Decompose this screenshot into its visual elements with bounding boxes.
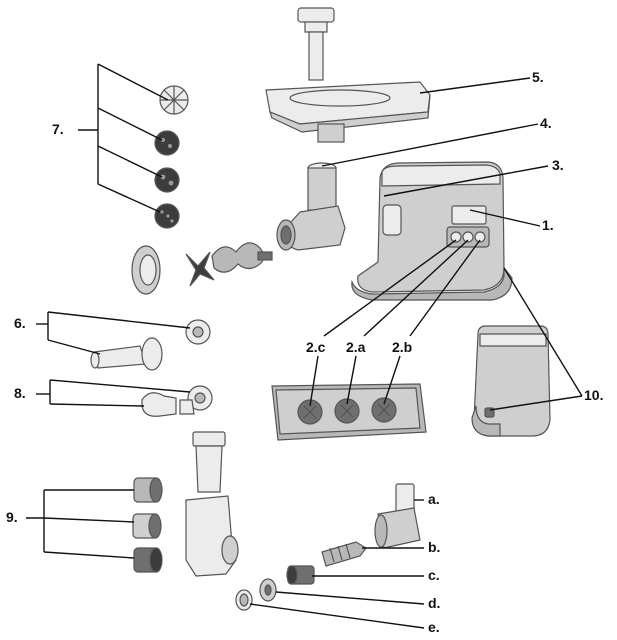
kebbe-attachment — [141, 385, 213, 417]
label-7: 7. — [52, 121, 64, 137]
label-5: 5. — [532, 69, 544, 85]
label-2a: 2.a — [346, 339, 366, 355]
food-pusher — [297, 7, 335, 81]
juicer-ring-e — [235, 589, 253, 611]
juicer-cap-d — [259, 578, 277, 602]
label-10: 10. — [584, 387, 603, 403]
storage-box — [471, 325, 551, 437]
label-8: 8. — [14, 385, 26, 401]
control-panel-detail — [271, 383, 427, 441]
label-b: b. — [428, 539, 440, 555]
motor-base-unit — [351, 161, 513, 301]
grinder-head — [276, 162, 346, 251]
leader-lines — [26, 63, 583, 629]
label-4: 4. — [540, 115, 552, 131]
label-3: 3. — [552, 157, 564, 173]
label-1: 1. — [542, 217, 554, 233]
label-a: a. — [428, 491, 440, 507]
auger-screw — [211, 242, 273, 273]
food-tray — [265, 81, 431, 143]
juicer-screw-b — [321, 541, 367, 567]
label-9: 9. — [6, 509, 18, 525]
juicer-housing-a — [374, 483, 421, 549]
callout-labels: 5. 4. 3. 1. 7. 2.c 2.a 2.b 10. 6. 8. 9. … — [6, 69, 603, 635]
label-2b: 2.b — [392, 339, 412, 355]
shredder-drums — [132, 477, 163, 573]
label-c: c. — [428, 567, 440, 583]
label-e: e. — [428, 619, 440, 635]
label-2c: 2.c — [306, 339, 326, 355]
label-d: d. — [428, 595, 440, 611]
juicer-housing — [185, 431, 239, 577]
ring-nut — [131, 245, 161, 295]
cutting-blade — [185, 251, 215, 287]
juicer-filter-c — [286, 565, 315, 585]
sausage-attachment — [90, 319, 211, 371]
label-6: 6. — [14, 315, 26, 331]
grinding-plates — [154, 85, 189, 229]
